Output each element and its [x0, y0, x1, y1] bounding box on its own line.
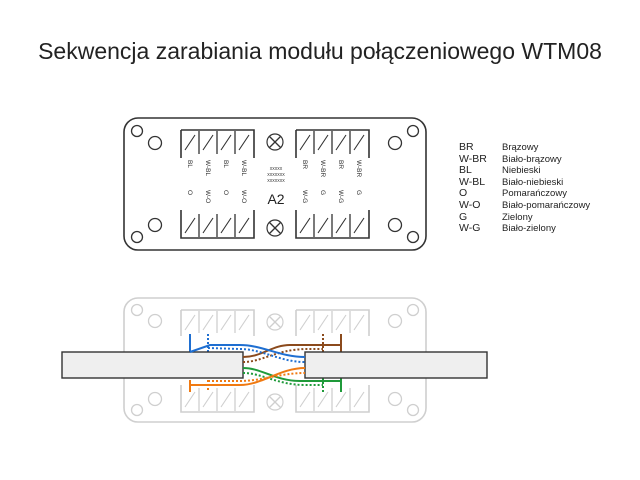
legend-code: W-O	[459, 198, 481, 211]
mount-hole-icon	[387, 135, 403, 151]
mount-hole-icon	[406, 124, 420, 138]
terminal-block-top-right	[295, 129, 370, 158]
wire-white-blue	[207, 347, 306, 363]
legend-code: W-BL	[459, 175, 486, 188]
pin-label: BR	[337, 160, 344, 169]
pin-label: BL	[222, 160, 229, 168]
legend-name: Zielony	[502, 211, 533, 223]
screw-icon	[266, 313, 284, 331]
legend-row: W-O Biało-pomarańczowy	[459, 198, 591, 212]
legend-name: Biało-brązowy	[502, 153, 562, 165]
mount-hole-icon	[406, 403, 420, 417]
page-title: Sekwencja zarabiania modułu połączeniowe…	[38, 38, 602, 64]
legend-row: BL Niebieski	[459, 165, 590, 177]
legend-name: Pomarańczowy	[502, 188, 567, 200]
pin-label: W-G	[301, 190, 308, 203]
pin-label: O	[186, 190, 193, 195]
mount-hole-icon	[130, 303, 144, 317]
pin-label: W-G	[337, 190, 344, 203]
legend-row: G Zielony	[459, 210, 590, 224]
color-legend: BR Brązowy W-BR Biało-brązowy BL Niebies…	[459, 141, 591, 235]
pin-label: W-BL	[240, 160, 247, 177]
pin-label: W-BR	[355, 160, 362, 178]
legend-name: Biało-pomarańczowy	[502, 199, 591, 211]
module-model-label: A2	[267, 191, 284, 207]
terminal-block-bottom-left	[180, 210, 255, 239]
legend-code: G	[459, 210, 468, 223]
pin-label: BR	[301, 160, 308, 169]
mount-hole-icon	[387, 217, 403, 233]
legend-row: BR Brązowy	[459, 141, 590, 154]
legend-row: W-BR Biało-brązowy	[459, 152, 590, 166]
pin-label: W-BL	[204, 160, 211, 177]
mount-hole-icon	[147, 391, 163, 407]
mount-hole-icon	[130, 403, 144, 417]
mount-hole-icon	[130, 230, 144, 244]
pin-label: G	[355, 190, 362, 195]
pin-label: W-O	[240, 190, 247, 203]
mount-hole-icon	[387, 391, 403, 407]
pin-label: O	[222, 190, 229, 195]
terminal-block-bottom-right	[295, 210, 370, 239]
legend-name: Biało-niebieski	[502, 176, 564, 188]
pin-label: W-BR	[319, 160, 326, 178]
legend-code: W-G	[459, 222, 481, 235]
mount-hole-icon	[130, 124, 144, 138]
legend-name: Biało-zielony	[502, 223, 556, 235]
legend-name: Niebieski	[502, 165, 541, 177]
wire-blue	[189, 344, 306, 358]
module-small-text: xxxxx	[270, 166, 283, 172]
wire-white-green	[242, 372, 323, 386]
mount-hole-icon	[387, 313, 403, 329]
terminal-block-top-left	[180, 129, 255, 158]
legend-row: W-G Biało-zielony	[459, 223, 590, 235]
mount-hole-icon	[147, 217, 163, 233]
legend-name: Brązowy	[502, 142, 539, 153]
legend-code: BL	[459, 164, 472, 177]
mount-hole-icon	[147, 313, 163, 329]
mount-hole-icon	[147, 135, 163, 151]
wire-white-orange	[208, 372, 306, 382]
cable-right	[304, 351, 488, 379]
legend-code: O	[459, 187, 468, 200]
cable-left	[61, 351, 244, 379]
legend-code: W-BR	[459, 152, 487, 165]
pin-label: G	[319, 190, 326, 195]
pin-label: BL	[186, 160, 193, 168]
pin-label: W-O	[204, 190, 211, 203]
screw-icon	[266, 393, 284, 411]
module-small-text: xxxxxxx	[267, 172, 285, 178]
legend-code: BR	[459, 141, 474, 153]
module-small-text: xxxxxxx	[267, 178, 285, 184]
mount-hole-icon	[406, 303, 420, 317]
screw-icon	[266, 133, 284, 151]
module-bottom	[61, 297, 488, 423]
mount-hole-icon	[406, 230, 420, 244]
legend-row: O Pomarańczowy	[459, 188, 590, 200]
legend-row: W-BL Biało-niebieski	[459, 175, 590, 189]
module-top: BL W-BL BL W-BL BR W-BR BR W-BR O W-O O …	[123, 117, 427, 251]
screw-icon	[266, 219, 284, 237]
